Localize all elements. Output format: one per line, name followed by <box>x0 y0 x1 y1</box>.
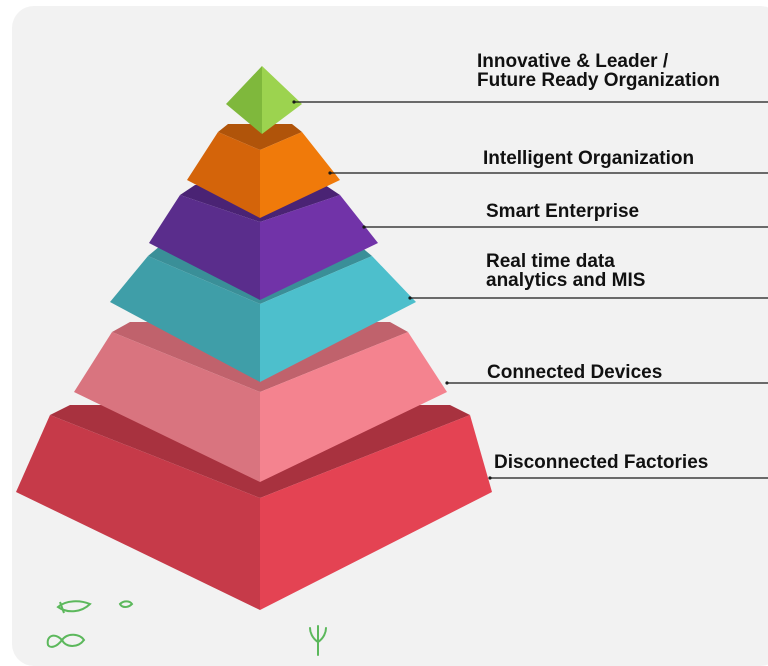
leader-dot-connected <box>445 381 449 385</box>
tier-intelligent-left <box>187 132 260 218</box>
tier-innovative-left <box>226 66 262 134</box>
leader-dot-realtime <box>408 296 412 300</box>
leader-dot-intelligent <box>328 171 332 175</box>
sprout-icon <box>56 600 134 614</box>
label-connected: Connected Devices <box>487 363 662 382</box>
label-realtime: Real time data analytics and MIS <box>486 252 645 290</box>
seedling-icon <box>46 633 86 648</box>
tier-smart-left <box>149 195 260 300</box>
label-innovative: Innovative & Leader / Future Ready Organ… <box>477 52 720 90</box>
tier-disconnected-left <box>16 415 260 610</box>
tier-connected-right <box>260 332 447 482</box>
leader-dot-smart <box>362 225 366 229</box>
tier-innovative <box>226 66 302 134</box>
tier-realtime-right <box>260 256 416 382</box>
label-smart-line1: Smart Enterprise <box>486 201 640 222</box>
tier-intelligent <box>187 124 340 218</box>
label-disconnected-line1: Disconnected Factories <box>494 452 709 473</box>
label-realtime-line2: analytics and MIS <box>486 270 646 291</box>
tier-disconnected-right <box>260 415 492 610</box>
tier-intelligent-right <box>260 132 340 218</box>
label-connected-line1: Connected Devices <box>487 362 663 383</box>
leader-lines <box>292 100 768 480</box>
grass-icon <box>309 625 327 656</box>
tier-realtime-left <box>110 256 260 382</box>
label-realtime-line1: Real time data <box>486 251 615 272</box>
tier-connected-left <box>74 332 260 482</box>
label-innovative-line2: Future Ready Organization <box>477 70 720 91</box>
label-disconnected: Disconnected Factories <box>494 453 708 472</box>
label-intelligent-line1: Intelligent Organization <box>483 148 695 169</box>
label-smart: Smart Enterprise <box>486 202 639 221</box>
leader-dot-innovative <box>292 100 296 104</box>
label-innovative-line1: Innovative & Leader / <box>477 51 669 72</box>
tier-smart-right <box>260 195 378 300</box>
leader-dot-disconnected <box>488 476 492 480</box>
tier-innovative-right <box>262 66 302 134</box>
tier-intelligent-top <box>218 124 302 150</box>
label-intelligent: Intelligent Organization <box>483 149 694 168</box>
